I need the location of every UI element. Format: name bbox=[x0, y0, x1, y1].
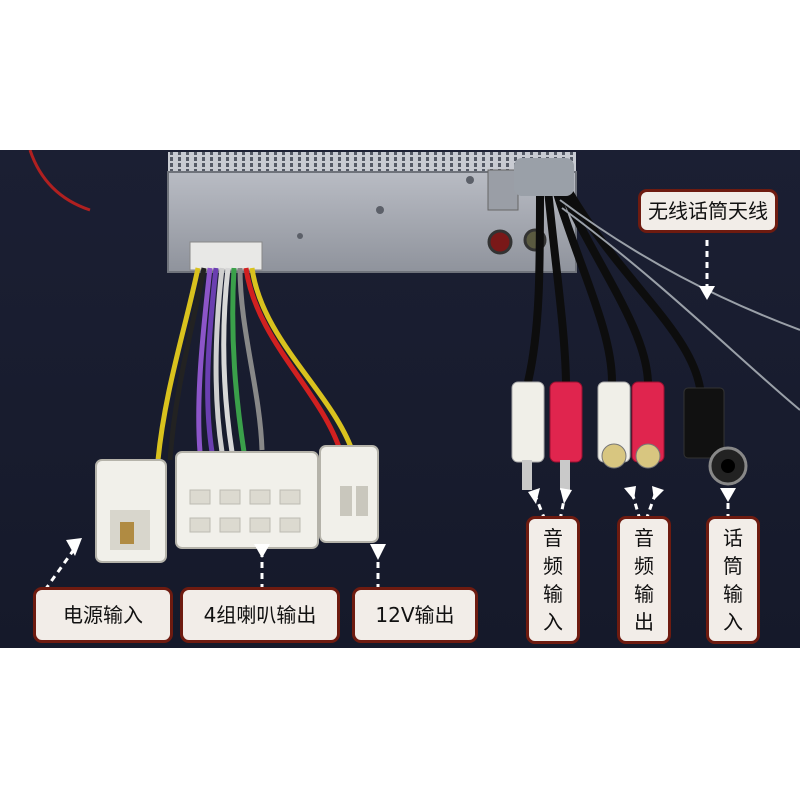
twelve-volt-output-label: 12V输出 bbox=[352, 587, 478, 643]
rca-jack-white-2 bbox=[597, 381, 631, 469]
power-input-label: 电源输入 bbox=[33, 587, 173, 643]
audio-input-char-2: 频 bbox=[543, 554, 563, 578]
wiring-harness-illustration bbox=[28, 150, 800, 563]
mic-jack bbox=[683, 387, 748, 486]
antenna-wires bbox=[559, 199, 800, 411]
audio-output-label: 音 频 输 出 bbox=[617, 516, 671, 644]
rca-plug-red-1 bbox=[549, 381, 583, 490]
mic-input-label: 话 筒 输 入 bbox=[706, 516, 760, 644]
audio-input-char-1: 音 bbox=[543, 526, 563, 550]
audio-output-char-3: 输 bbox=[634, 582, 654, 606]
audio-input-char-4: 入 bbox=[543, 610, 563, 634]
red-wire bbox=[28, 150, 91, 212]
wireless-mic-antenna-label: 无线话筒天线 bbox=[638, 189, 778, 233]
mic-input-char-4: 入 bbox=[723, 610, 743, 634]
speaker-output-label: 4组喇叭输出 bbox=[180, 587, 340, 643]
cable-grommet bbox=[514, 158, 574, 196]
mic-input-char-2: 筒 bbox=[723, 554, 743, 578]
audio-output-char-1: 音 bbox=[634, 526, 654, 550]
power-connector bbox=[95, 459, 167, 563]
audio-output-char-4: 出 bbox=[634, 610, 654, 634]
rca-plug-white-1 bbox=[511, 381, 545, 490]
twelve-volt-connector bbox=[319, 445, 379, 543]
speaker-connector bbox=[175, 451, 319, 549]
product-photo bbox=[0, 150, 800, 648]
audio-input-char-3: 输 bbox=[543, 582, 563, 606]
rca-jack-red-2 bbox=[631, 381, 665, 469]
audio-output-char-2: 频 bbox=[634, 554, 654, 578]
head-unit-chassis bbox=[167, 152, 577, 273]
mic-input-char-3: 输 bbox=[723, 582, 743, 606]
mic-input-char-1: 话 bbox=[723, 526, 743, 550]
speaker-wire-bundle bbox=[155, 267, 355, 461]
audio-input-label: 音 频 输 入 bbox=[526, 516, 580, 644]
